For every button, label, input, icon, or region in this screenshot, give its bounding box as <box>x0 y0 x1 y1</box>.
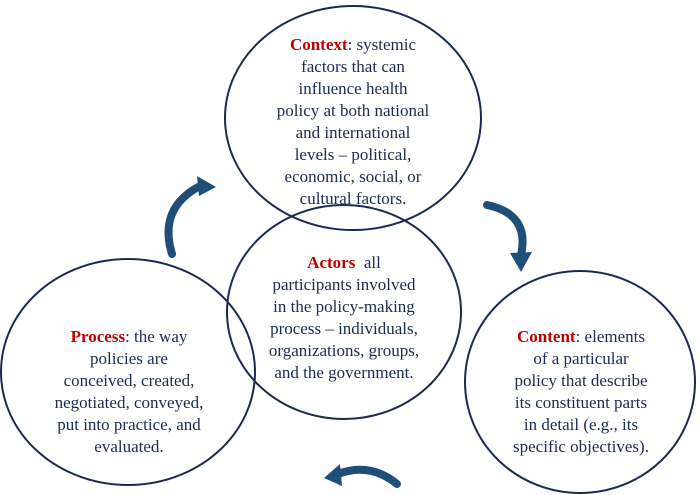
content-line: : elements <box>575 327 645 346</box>
process-line: evaluated. <box>94 437 164 456</box>
content-title: Content <box>517 327 576 346</box>
arrow-content-to-process <box>324 464 401 488</box>
content-description: Content: elements of a particular policy… <box>492 326 670 458</box>
actors-line: participants involved <box>272 275 416 294</box>
context-line: influence health <box>298 79 408 98</box>
arrow-context-to-content <box>483 201 532 272</box>
context-line: policy at both national <box>276 101 430 120</box>
context-line: cultural factors. <box>299 189 407 208</box>
arrow-process-to-context <box>164 176 216 258</box>
process-line: negotiated, conveyed, <box>54 393 204 412</box>
process-ellipse <box>0 258 256 486</box>
actors-line: process – individuals, <box>270 319 418 338</box>
actors-line: organizations, groups, <box>268 341 420 360</box>
process-description: Process: the way policies are conceived,… <box>40 326 218 458</box>
context-line: and international <box>295 123 411 142</box>
actors-line: in the policy-making <box>273 297 415 316</box>
actors-line: all <box>355 253 381 272</box>
context-line: : systemic <box>347 35 417 54</box>
process-line: put into practice, and <box>57 415 201 434</box>
content-line: of a particular <box>533 349 629 368</box>
context-line: levels – political, <box>294 145 412 164</box>
process-line: policies are <box>90 349 168 368</box>
process-title: Process <box>70 327 126 346</box>
content-line: in detail (e.g., its <box>523 415 639 434</box>
process-line: conceived, created, <box>63 371 195 390</box>
content-line: policy that describe <box>514 371 648 390</box>
context-description: Context: systemic factors that can influ… <box>262 34 444 210</box>
context-line: economic, social, or <box>284 167 422 186</box>
content-line: specific objectives). <box>513 437 649 456</box>
actors-title: Actors <box>307 253 356 272</box>
content-ellipse <box>464 270 696 494</box>
actors-ellipse <box>226 204 462 420</box>
context-line: factors that can <box>301 57 405 76</box>
context-title: Context <box>289 35 348 54</box>
actors-line: and the government. <box>274 363 414 382</box>
process-line: : the way <box>125 327 188 346</box>
actors-description: Actors all participants involved in the … <box>246 252 442 384</box>
context-ellipse <box>224 5 482 231</box>
content-line: its constituent parts <box>514 393 648 412</box>
